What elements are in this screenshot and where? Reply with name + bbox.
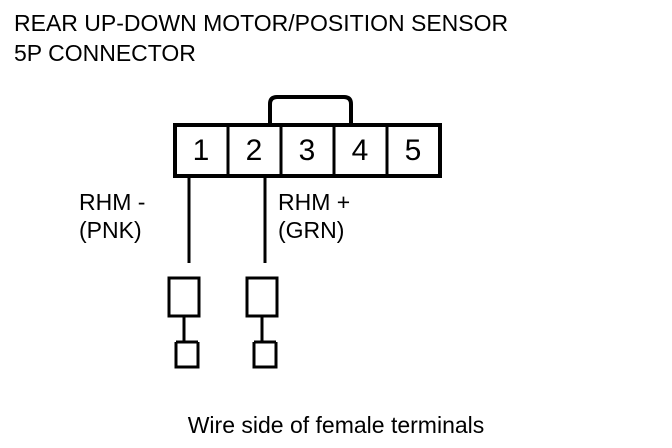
diagram-caption: Wire side of female terminals: [187, 412, 485, 438]
terminal-barrel-pin-1: [167, 276, 201, 318]
wire-signal-pin-1: RHM -: [79, 189, 146, 215]
wire-signal-pin-2: RHM +: [278, 189, 351, 215]
wire-label-pin-2: RHM + (GRN): [278, 188, 350, 244]
pin-number-5: 5: [405, 134, 422, 167]
title-line-2: 5P CONNECTOR: [14, 40, 196, 66]
pin-number-3: 3: [299, 134, 316, 167]
female-terminal-pin-1: [167, 276, 201, 369]
female-terminal-pin-2: [245, 276, 279, 369]
wire-color-pin-2: (GRN): [278, 217, 345, 243]
terminal-barrel-pin-2: [245, 276, 279, 318]
terminal-crimp-pin-2: [252, 342, 278, 369]
wire-color-pin-1: (PNK): [79, 217, 142, 243]
pin-number-2: 2: [246, 134, 263, 167]
pin-number-1: 1: [193, 134, 210, 167]
title-line-1: REAR UP-DOWN MOTOR/POSITION SENSOR: [14, 10, 509, 36]
terminal-crimp-pin-1: [174, 342, 200, 369]
connector-body: [173, 123, 442, 178]
pin-number-4: 4: [352, 134, 369, 167]
wire-label-pin-1: RHM - (PNK): [79, 188, 145, 244]
page-title: REAR UP-DOWN MOTOR/POSITION SENSOR 5P CO…: [14, 8, 508, 68]
connector-latch-tab: [268, 95, 353, 124]
